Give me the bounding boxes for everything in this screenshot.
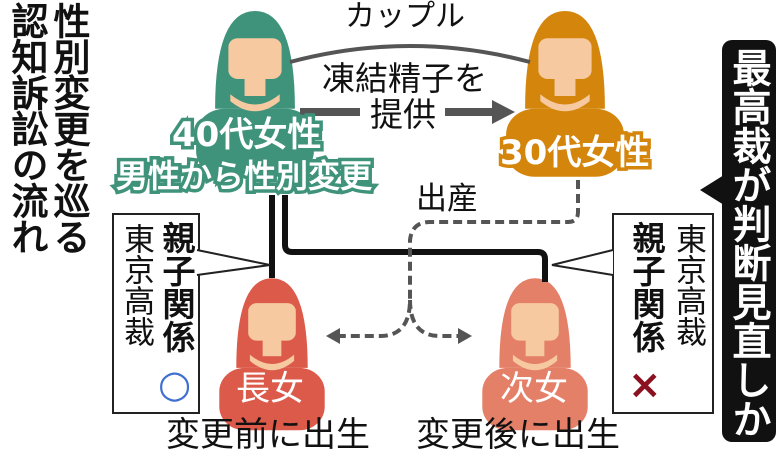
ruling2-result-cross-icon: ×: [628, 362, 662, 408]
arrow-to-child2: [458, 328, 472, 344]
side-note-text: 最高裁が判断見直しか: [726, 48, 771, 438]
parent-a-note: 男性から性別変更: [112, 157, 375, 196]
parent-b-age: 30代女性: [496, 133, 652, 174]
couple-label: カップル: [345, 0, 465, 34]
donation-label-line2: 提供: [370, 95, 436, 134]
side-note-box: 最高裁が判断見直しか: [722, 40, 776, 442]
child1-birth: 変更前に出生: [166, 415, 370, 455]
arrow-to-child1: [326, 328, 340, 344]
parent-line-child2: [282, 195, 548, 282]
donation-arrow-head: [492, 100, 515, 124]
ruling2-court: 東京高裁: [670, 223, 706, 347]
birth-dashed-line: [335, 180, 580, 338]
ruling1-court: 東京高裁: [118, 223, 154, 347]
couple-arc: [289, 44, 531, 64]
child2-birth: 変更後に出生: [416, 415, 620, 455]
birth-label: 出産: [416, 181, 478, 217]
parent-a-age: 40代女性: [168, 115, 324, 156]
ruling2-relation: 親子関係: [627, 221, 666, 353]
donation-label-line1: 凍結精子を: [322, 59, 487, 98]
title-line2: 認知訴訟の流れ: [5, 2, 48, 254]
ruling2-callout: 東京高裁 親子関係 ×: [612, 213, 714, 414]
title-line1: 性別変更を巡る: [47, 2, 90, 254]
ruling1-callout: 東京高裁 親子関係 ○: [112, 213, 200, 414]
ruling1-result-circle-icon: ○: [158, 362, 192, 406]
side-note-pointer: [700, 175, 724, 205]
child2-name: 次女: [500, 369, 568, 409]
ruling1-relation: 親子関係: [157, 221, 196, 353]
child1-name: 長女: [236, 369, 304, 409]
